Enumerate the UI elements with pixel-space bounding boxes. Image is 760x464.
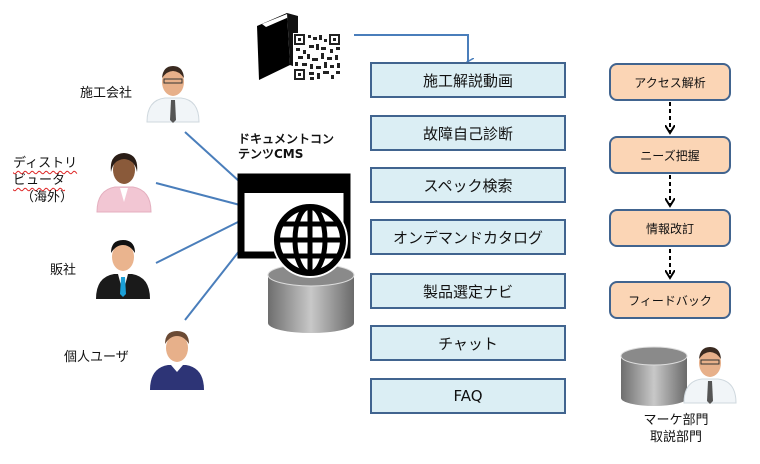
actor-label-construction: 施工会社 [80, 86, 133, 101]
service-box-product-selection-navi[interactable]: 製品選定ナビ [370, 273, 566, 309]
flow-step-access-analysis[interactable]: アクセス解析 [609, 63, 731, 101]
actor-label-distributor: ディストリ ビュータ （海外） [13, 155, 77, 206]
service-box-self-diagnosis[interactable]: 故障自己診断 [370, 115, 566, 151]
actor-label-distributor-line2: ビュータ [13, 173, 66, 188]
flow-step-feedback[interactable]: フィードバック [609, 281, 731, 319]
connector-distributor [155, 182, 241, 206]
actor-label-distributor-line3: （海外） [21, 190, 74, 205]
department-label: マーケ部門 取説部門 [626, 412, 726, 446]
person-casual-user-icon [150, 331, 204, 390]
service-box-construction-video[interactable]: 施工解説動画 [370, 62, 566, 98]
actor-label-individual: 個人ユーザ [64, 350, 129, 365]
actor-label-dealer: 販社 [50, 263, 77, 278]
person-businessman-glasses-icon [146, 66, 200, 123]
connector-individual [184, 249, 241, 321]
service-box-faq[interactable]: FAQ [370, 378, 566, 414]
globe-icon [272, 202, 348, 278]
service-box-on-demand-catalog[interactable]: オンデマンドカタログ [370, 219, 566, 255]
book-icon [257, 12, 298, 80]
flow-step-needs-grasp[interactable]: ニーズ把握 [609, 136, 731, 174]
cms-title-line2: テンツCMS [238, 147, 304, 161]
department-staff-icon [683, 347, 737, 404]
department-label-marketing: マーケ部門 [643, 413, 709, 428]
person-businessman-suit-icon [96, 240, 150, 299]
actor-label-distributor-line1: ディストリ [13, 156, 78, 171]
service-box-chat[interactable]: チャット [370, 325, 566, 361]
qr-code-icon [293, 33, 341, 81]
cms-title-line1: ドキュメントコン [238, 132, 335, 146]
department-database-icon [620, 346, 688, 406]
cms-title: ドキュメントコン テンツCMS [238, 132, 334, 162]
department-label-manuals: 取説部門 [649, 430, 702, 445]
service-box-spec-search[interactable]: スペック検索 [370, 167, 566, 203]
connector-construction [184, 131, 241, 183]
flow-step-info-revision[interactable]: 情報改訂 [609, 209, 731, 247]
connector-qr-to-services [354, 34, 468, 62]
connector-dealer [155, 220, 241, 264]
person-woman-pink-icon [96, 153, 152, 213]
